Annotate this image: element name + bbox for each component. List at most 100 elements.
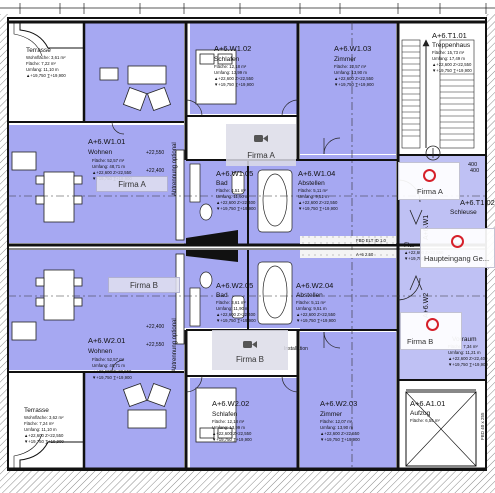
svg-text:Fläche: 12,18 m²: Fläche: 12,18 m² xyxy=(214,64,247,69)
room-id-t101: A+6.T1.01 xyxy=(432,31,467,40)
stair-arrows xyxy=(409,145,441,291)
svg-text:Fläche: 12,07 m²: Fläche: 12,07 m² xyxy=(320,419,353,424)
room-id-w201: A+6.W2.01 xyxy=(88,336,125,345)
svg-text:Umfang: 17,49 m: Umfang: 17,49 m xyxy=(432,56,465,61)
living-furniture xyxy=(11,65,172,429)
plan-annotations: Abtrennung optional Abtrennung optional … xyxy=(146,142,485,440)
svg-text:▲+22,600 Z+22,400: ▲+22,600 Z+22,400 xyxy=(448,356,488,361)
wall-wedge-bottom xyxy=(186,250,238,262)
staircase xyxy=(401,39,475,149)
bottom-hatch-strip xyxy=(0,470,495,493)
svg-text:Fläche: 4,51 m²: Fläche: 4,51 m² xyxy=(216,188,246,193)
svg-text:▼+19,750 ∑+19,900: ▼+19,750 ∑+19,900 xyxy=(334,82,374,87)
svg-text:Wohnen: Wohnen xyxy=(88,348,112,355)
vertical-w2-label: A+6.W2 xyxy=(423,293,430,318)
svg-text:Fläche: 7,24 m²: Fläche: 7,24 m² xyxy=(24,421,54,426)
room-id-w205: A+6.W2.05 xyxy=(216,281,253,290)
duct-label: A+6 2.50 xyxy=(356,252,374,257)
marker-firma-a[interactable]: Firma A xyxy=(398,162,460,200)
level-bottom: +22,400 xyxy=(146,324,164,330)
marker-haupteingang[interactable]: Haupteingang Ge... xyxy=(420,228,495,268)
level-top: +22,550 xyxy=(146,150,164,156)
camera-box-firma-b[interactable]: Firma B xyxy=(212,330,288,370)
abtrennung-bottom: Abtrennung optional xyxy=(172,318,178,372)
svg-text:Fläche: 7,34 m²: Fläche: 7,34 m² xyxy=(448,344,478,349)
svg-text:▲+22,600 Z+22,550: ▲+22,600 Z+22,550 xyxy=(24,433,64,438)
wall-wedge-top xyxy=(186,230,238,244)
svg-text:Fläche: 6,55 m²: Fläche: 6,55 m² xyxy=(410,418,440,423)
room-name-vorraum: Vorraum xyxy=(452,336,477,343)
svg-text:Fläche: 12,57 m²: Fläche: 12,57 m² xyxy=(334,64,367,69)
svg-text:▼+19,750 ∑+19,900: ▼+19,750 ∑+19,900 xyxy=(92,375,132,380)
svg-text:▲+22,600 Z+22,550: ▲+22,600 Z+22,550 xyxy=(296,312,336,317)
left-wall-hatch xyxy=(0,14,8,470)
room-name-flur: Flur xyxy=(404,242,416,249)
room-id-w101: A+6.W1.01 xyxy=(88,137,125,146)
abtrennung-top: Abtrennung optional xyxy=(172,142,178,196)
room-id-w204: A+6.W2.04 xyxy=(296,281,333,290)
svg-text:Umfang: 9,51 m: Umfang: 9,51 m xyxy=(298,194,329,199)
room-id-w102: A+6.W1.02 xyxy=(214,44,251,53)
room-name-terrasse-top: Terrasse xyxy=(26,47,51,54)
marker-label: Firma A xyxy=(417,187,443,196)
marker-ring-icon xyxy=(426,318,439,331)
svg-text:Abstellen: Abstellen xyxy=(296,292,323,299)
room-id-a101: A+6.A1.01 xyxy=(410,399,445,408)
svg-text:Schleuse: Schleuse xyxy=(450,209,477,216)
svg-text:Bad: Bad xyxy=(216,292,228,299)
bathroom-fixtures xyxy=(189,163,293,327)
svg-text:Fläche: 5,11 m²: Fläche: 5,11 m² xyxy=(298,188,328,193)
svg-text:Zimmer: Zimmer xyxy=(320,411,343,418)
marker-ring-icon xyxy=(451,235,464,248)
svg-text:Fläche: 7,22 m²: Fläche: 7,22 m² xyxy=(26,61,56,66)
marker-ring-icon xyxy=(423,169,436,182)
svg-text:▼+19,750 ∑+19,900: ▼+19,750 ∑+19,900 xyxy=(448,362,488,367)
svg-text:Umfang: 13,99 m: Umfang: 13,99 m xyxy=(212,425,245,430)
marker-label: Firma B xyxy=(407,337,434,346)
svg-text:▲+22,600 Z+22,400: ▲+22,600 Z+22,400 xyxy=(216,312,256,317)
svg-text:Wohnen: Wohnen xyxy=(88,149,112,156)
svg-text:Umfang: 48,71 m: Umfang: 48,71 m xyxy=(92,164,125,169)
svg-text:Fläche: 5,11 m²: Fläche: 5,11 m² xyxy=(296,300,326,305)
room-id-t102: A+6.T1.02 xyxy=(460,198,495,207)
camera-box-firma-a[interactable]: Firma A xyxy=(226,124,296,166)
svg-text:Wohnfläche: 3,62 m²: Wohnfläche: 3,62 m² xyxy=(24,415,64,420)
num-400-top: 400 xyxy=(468,162,477,168)
svg-text:Umfang: 11,10 m: Umfang: 11,10 m xyxy=(24,427,57,432)
beds xyxy=(195,49,237,443)
num-400-mid: 400 xyxy=(470,168,479,174)
floor-detail-2 xyxy=(300,250,396,258)
svg-text:▲+22,600 Z+22,550: ▲+22,600 Z+22,550 xyxy=(432,62,472,67)
svg-text:▼+19,750 ∑+19,900: ▼+19,750 ∑+19,900 xyxy=(216,206,256,211)
svg-text:▲+19,750 ∑+19,900: ▲+19,750 ∑+19,900 xyxy=(26,73,66,78)
marker-firma-b[interactable]: Firma B xyxy=(400,312,462,350)
svg-text:Umfang: 9,51 m: Umfang: 9,51 m xyxy=(296,306,327,311)
svg-text:▼+19,750 ∑+19,900: ▼+19,750 ∑+19,900 xyxy=(216,318,256,323)
svg-text:Umfang: 13,90 m: Umfang: 13,90 m xyxy=(320,425,353,430)
svg-text:Treppenhaus: Treppenhaus xyxy=(432,42,471,49)
svg-text:Bad: Bad xyxy=(216,180,228,187)
walls xyxy=(7,17,487,471)
zone-label-firma-a[interactable]: Firma A xyxy=(96,176,168,192)
svg-text:Aufzug: Aufzug xyxy=(410,410,431,417)
svg-text:▼+19,750 ∑+19,900: ▼+19,750 ∑+19,900 xyxy=(298,206,338,211)
svg-text:▼+19,750 ∑+19,900: ▼+19,750 ∑+19,900 xyxy=(320,437,360,442)
svg-text:▼+19,750 ∑+19,900: ▼+19,750 ∑+19,900 xyxy=(296,318,336,323)
svg-text:Fläche: 52,57 m²: Fläche: 52,57 m² xyxy=(92,357,125,362)
marker-label: Haupteingang Ge... xyxy=(424,254,490,263)
zone-label-firma-b[interactable]: Firma B xyxy=(108,277,180,293)
room-id-w203: A+6.W2.03 xyxy=(320,399,357,408)
svg-text:▲+22,600 Z+22,400: ▲+22,600 Z+22,400 xyxy=(216,200,256,205)
level-top2: +22,400 xyxy=(146,168,164,174)
svg-text:▲+22,600 Z+22,550: ▲+22,600 Z+22,550 xyxy=(334,76,374,81)
room-id-w103: A+6.W1.03 xyxy=(334,44,371,53)
floor-detail xyxy=(300,236,396,244)
camera-box-label: Firma A xyxy=(247,151,275,160)
svg-text:Fläche: 3,61 m²: Fläche: 3,61 m² xyxy=(216,300,246,305)
level-bottom2: +22,550 xyxy=(146,342,164,348)
video-camera-icon xyxy=(243,341,257,348)
svg-text:Wohnfläche: 3,61 m²: Wohnfläche: 3,61 m² xyxy=(26,55,66,60)
svg-text:Umfang: 11,10 m: Umfang: 11,10 m xyxy=(26,67,59,72)
